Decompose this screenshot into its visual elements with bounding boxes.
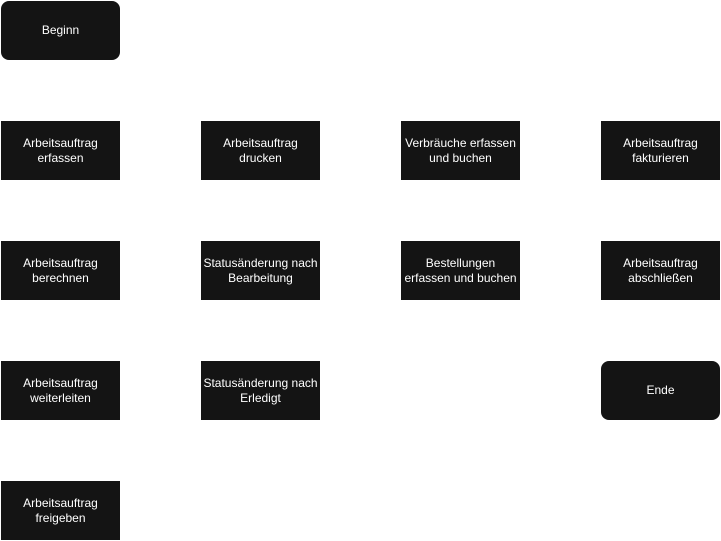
end-node: Ende <box>601 361 720 420</box>
step-arbeitsauftrag-erfassen: Arbeitsauftrag erfassen <box>1 121 120 180</box>
step-statusaenderung-bearbeitung: Statusänderung nach Bearbeitung <box>201 241 320 300</box>
step-arbeitsauftrag-fakturieren: Arbeitsauftrag fakturieren <box>601 121 720 180</box>
step-arbeitsauftrag-weiterleiten: Arbeitsauftrag weiterleiten <box>1 361 120 420</box>
start-node: Beginn <box>1 1 120 60</box>
step-arbeitsauftrag-abschliessen: Arbeitsauftrag abschließen <box>601 241 720 300</box>
step-arbeitsauftrag-freigeben: Arbeitsauftrag freigeben <box>1 481 120 540</box>
step-statusaenderung-erledigt: Statusänderung nach Erledigt <box>201 361 320 420</box>
step-arbeitsauftrag-drucken: Arbeitsauftrag drucken <box>201 121 320 180</box>
step-arbeitsauftrag-berechnen: Arbeitsauftrag berechnen <box>1 241 120 300</box>
step-bestellungen-erfassen: Bestellungen erfassen und buchen <box>401 241 520 300</box>
step-verbraeuche-erfassen: Verbräuche erfassen und buchen <box>401 121 520 180</box>
